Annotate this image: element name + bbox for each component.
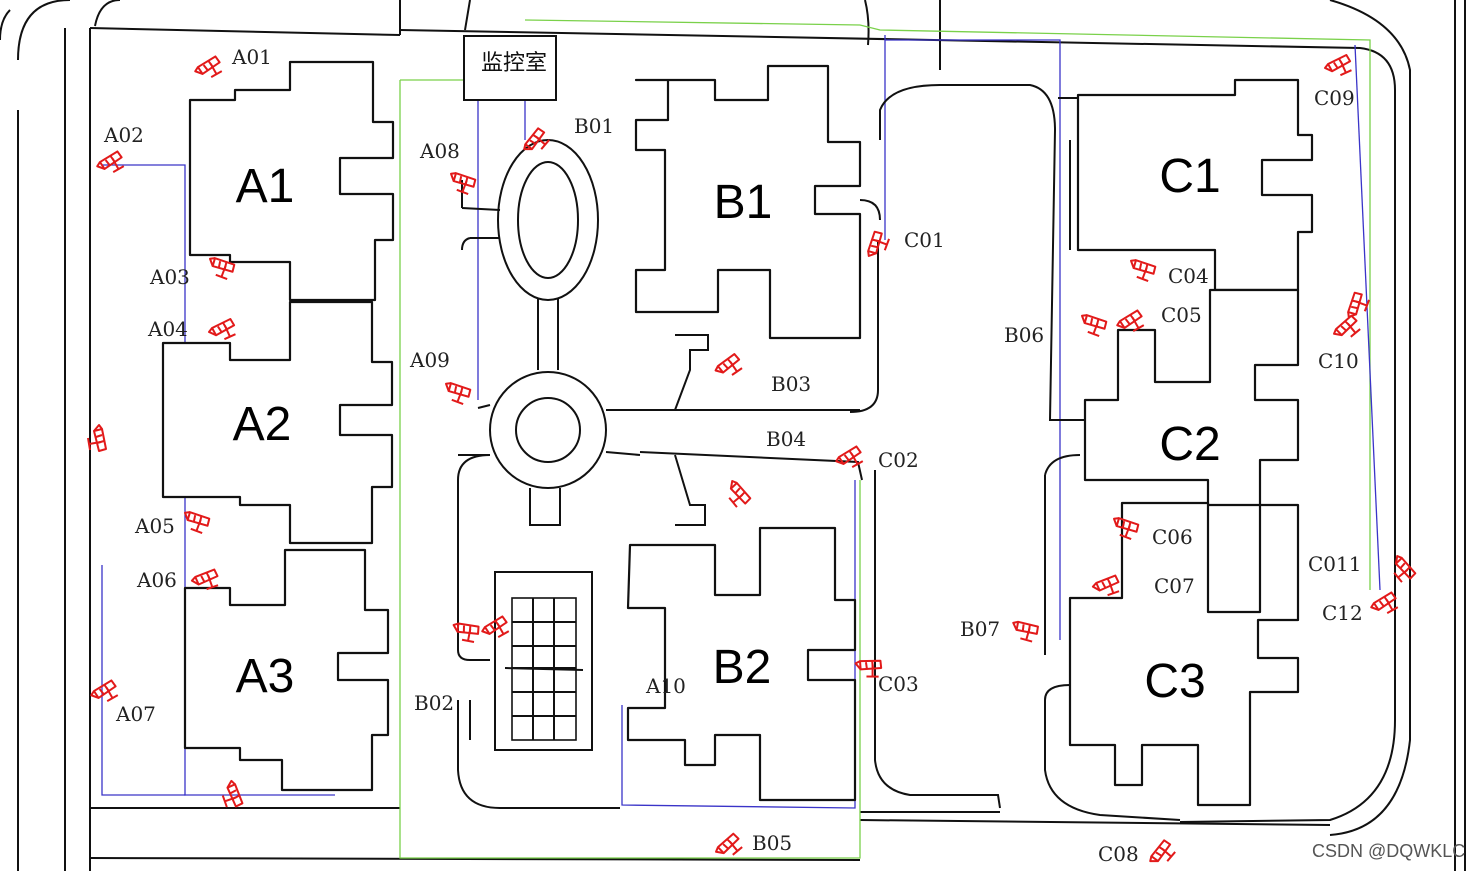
camera-label-c07: C07 (1154, 574, 1195, 598)
camera-icon (194, 55, 223, 79)
camera-icon (1081, 314, 1108, 337)
camera-label-c01: C01 (904, 228, 945, 252)
camera-icon (1149, 839, 1176, 863)
control-room: 监控室 (463, 35, 557, 101)
building-B1: B1 (634, 64, 862, 340)
camera-label-b05: B05 (752, 831, 792, 855)
camera-label-c12: C12 (1322, 601, 1363, 625)
camera-label-a03: A03 (149, 265, 190, 289)
camera-icon (96, 150, 125, 174)
building-label-a2: A2 (233, 398, 292, 451)
camera-icon (1393, 555, 1417, 583)
control-room-label: 监控室 (481, 51, 547, 76)
camera-icon (1370, 591, 1399, 615)
building-label-c1: C1 (1159, 150, 1220, 203)
camera-label-b01: B01 (574, 114, 614, 138)
camera-icon (728, 480, 752, 508)
building-label-a3: A3 (236, 650, 295, 703)
camera-label-a08: A08 (419, 139, 460, 163)
camera-icon (1012, 620, 1039, 643)
camera-label-a10: A10 (645, 674, 686, 698)
camera-icon (1130, 259, 1157, 282)
building-A2: A2 (161, 300, 394, 545)
building-A3: A3 (183, 548, 390, 792)
building-label-b2: B2 (713, 641, 772, 694)
camera-icon (715, 832, 743, 856)
camera-icon (1113, 517, 1140, 540)
camera-icon (445, 382, 472, 405)
building-B2: B2 (626, 526, 857, 802)
camera-label-a05: A05 (134, 514, 175, 538)
building-C1: C1 (1076, 78, 1314, 292)
camera-icon (209, 257, 236, 280)
camera-icon (1091, 574, 1120, 597)
building-A1: A1 (188, 60, 395, 302)
camera-icon (90, 679, 119, 703)
camera-icon (835, 445, 864, 469)
camera-label-c10: C10 (1318, 349, 1359, 373)
camera-icon (207, 317, 236, 341)
camera-icon (867, 230, 890, 257)
camera-icon (1323, 53, 1352, 77)
camera-icon (714, 353, 743, 376)
camera-label-c02: C02 (878, 448, 919, 472)
camera-icon (1116, 309, 1145, 333)
camera-label-a02: A02 (103, 123, 144, 147)
building-label-c3: C3 (1144, 655, 1205, 708)
camera-icon (854, 659, 883, 678)
camera-label-b02: B02 (414, 691, 454, 715)
camera-label-c04: C04 (1168, 264, 1209, 288)
camera-label-a09: A09 (409, 348, 450, 372)
camera-icon (452, 622, 480, 643)
building-C3: C3 (1068, 501, 1300, 807)
camera-symbols (87, 53, 1417, 863)
camera-label-b04: B04 (766, 427, 806, 451)
camera-icon (1333, 314, 1361, 338)
camera-label-c05: C05 (1161, 303, 1202, 327)
camera-icon (190, 568, 219, 591)
camera-label-a01: A01 (231, 45, 272, 69)
camera-label-a06: A06 (136, 568, 177, 592)
camera-label-b03: B03 (771, 372, 811, 396)
camera-label-c03: C03 (878, 672, 919, 696)
building-label-b1: B1 (714, 176, 773, 229)
building-label-c2: C2 (1159, 418, 1220, 471)
camera-icon (221, 779, 244, 808)
camera-label-c011: C011 (1308, 552, 1361, 576)
camera-icon (481, 615, 510, 639)
camera-icon (184, 511, 211, 534)
camera-label-c06: C06 (1152, 525, 1193, 549)
sports-court (494, 571, 593, 751)
camera-icon (523, 127, 550, 151)
watermark: CSDN @DQWKLC (1312, 841, 1465, 861)
camera-label-a04: A04 (147, 317, 188, 341)
camera-label-a07: A07 (115, 702, 156, 726)
camera-icon (450, 172, 477, 195)
camera-label-c08: C08 (1098, 842, 1139, 866)
building-label-a1: A1 (236, 160, 295, 213)
garden-paths (457, 84, 1181, 821)
camera-labels: A01 A02 A03 A04 A05 A06 A07 A08 A09 A10 … (103, 45, 1363, 866)
camera-label-b06: B06 (1004, 323, 1044, 347)
camera-icon (87, 424, 107, 452)
camera-icon (1347, 291, 1370, 318)
camera-label-c09: C09 (1314, 86, 1355, 110)
camera-label-b07: B07 (960, 617, 1000, 641)
